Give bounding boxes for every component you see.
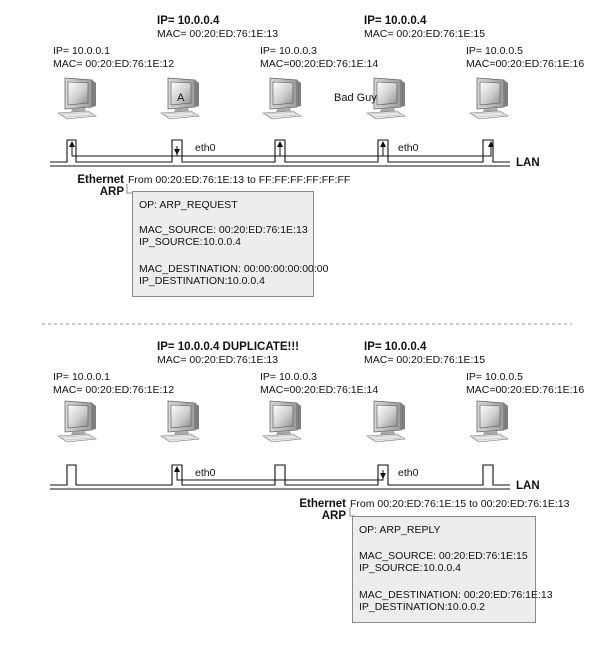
ip-source-value: 10.0.0.4 (423, 562, 461, 574)
ip-destination-label: IP_DESTINATION: (139, 275, 228, 287)
host-ip-label: IP= 10.0.0.5 (466, 371, 523, 383)
host-ip-label: IP= 10.0.0.1 (53, 371, 110, 383)
host-mac-label: MAC=00:20:ED:76:1E:14 (260, 58, 379, 70)
eth0-label: eth0 (195, 142, 216, 154)
eth0-label: eth0 (398, 467, 419, 479)
arp-label: ARP (99, 186, 124, 198)
arp-op: OP: ARP_REPLY (359, 524, 441, 536)
mac-destination: MAC_DESTINATION: 00:00:00:00:00:00 (139, 263, 329, 275)
mac-source: MAC_SOURCE: 00:20:ED:76:1E:15 (359, 550, 528, 562)
host-ip-label: IP= 10.0.0.4 DUPLICATE!!! (157, 341, 299, 353)
computer-icon (366, 400, 406, 443)
packet-arrows (174, 466, 386, 479)
ip-destination-value: 10.0.0.2 (447, 601, 485, 613)
host-mac-label: MAC=00:20:ED:76:1E:14 (260, 384, 379, 396)
eth0-label: eth0 (398, 142, 419, 154)
ip-source-label: IP_SOURCE: (139, 236, 203, 248)
host-mac-label: MAC= 00:20:ED:76:1E:13 (157, 28, 279, 40)
lan-label: LAN (516, 480, 540, 492)
ip-destination-value: 10.0.0.4 (227, 275, 265, 287)
computer-icon (262, 77, 302, 120)
mac-source: MAC_SOURCE: 00:20:ED:76:1E:13 (139, 224, 308, 236)
bad-guy-label: Bad Guy (334, 92, 377, 104)
computer-icon (469, 77, 509, 120)
frame-header: From 00:20:ED:76:1E:13 to FF:FF:FF:FF:FF… (128, 174, 351, 186)
host-mac-label: MAC= 00:20:ED:76:1E:13 (157, 354, 279, 366)
packet-arrows (69, 141, 494, 155)
host-mac-label: MAC= 00:20:ED:76:1E:12 (53, 384, 175, 396)
host-mac-label: MAC= 00:20:ED:76:1E:12 (53, 58, 175, 70)
host-mac-label: MAC= 00:20:ED:76:1E:15 (364, 28, 486, 40)
lan-bus (50, 464, 510, 490)
host-mac-label: MAC=00:20:ED:76:1E:16 (466, 58, 585, 70)
host-ip-label: IP= 10.0.0.3 (260, 371, 317, 383)
ethernet-label: Ethernet (77, 174, 124, 186)
lan-bus (50, 139, 510, 167)
host-ip-label: IP= 10.0.0.1 (53, 45, 110, 57)
frame-header: From 00:20:ED:76:1E:15 to 00:20:ED:76:1E… (350, 498, 570, 510)
host-ip-label: IP= 10.0.0.4 (364, 341, 427, 353)
computer-icon (57, 400, 97, 443)
computer-icon (262, 400, 302, 443)
host-ip-label: IP= 10.0.0.5 (466, 45, 523, 57)
host-ip-label: IP= 10.0.0.4 (364, 15, 427, 27)
eth0-label: eth0 (195, 467, 216, 479)
ip-destination-label: IP_DESTINATION: (359, 601, 448, 613)
computer-icon (160, 400, 200, 443)
arp-request-packet: OP: ARP_REQUEST MAC_SOURCE: 00:20:ED:76:… (132, 191, 328, 297)
computer-icon (469, 400, 509, 443)
host-mac-label: MAC=00:20:ED:76:1E:16 (466, 384, 585, 396)
lan-label: LAN (516, 157, 540, 169)
arp-reply-packet: OP: ARP_REPLY MAC_SOURCE: 00:20:ED:76:1E… (352, 516, 553, 623)
ip-source-label: IP_SOURCE: (359, 562, 423, 574)
arp-op: OP: ARP_REQUEST (139, 199, 238, 211)
host-label-a: A (177, 92, 185, 104)
host-ip-label: IP= 10.0.0.4 (157, 15, 220, 27)
host-ip-label: IP= 10.0.0.3 (260, 45, 317, 57)
arp-label: ARP (321, 510, 346, 522)
mac-destination: MAC_DESTINATION: 00:20:ED:76:1E:13 (359, 589, 553, 601)
computer-icon (57, 77, 97, 120)
ethernet-label: Ethernet (299, 498, 346, 510)
host-mac-label: MAC= 00:20:ED:76:1E:15 (364, 354, 486, 366)
ip-source-value: 10.0.0.4 (203, 236, 241, 248)
